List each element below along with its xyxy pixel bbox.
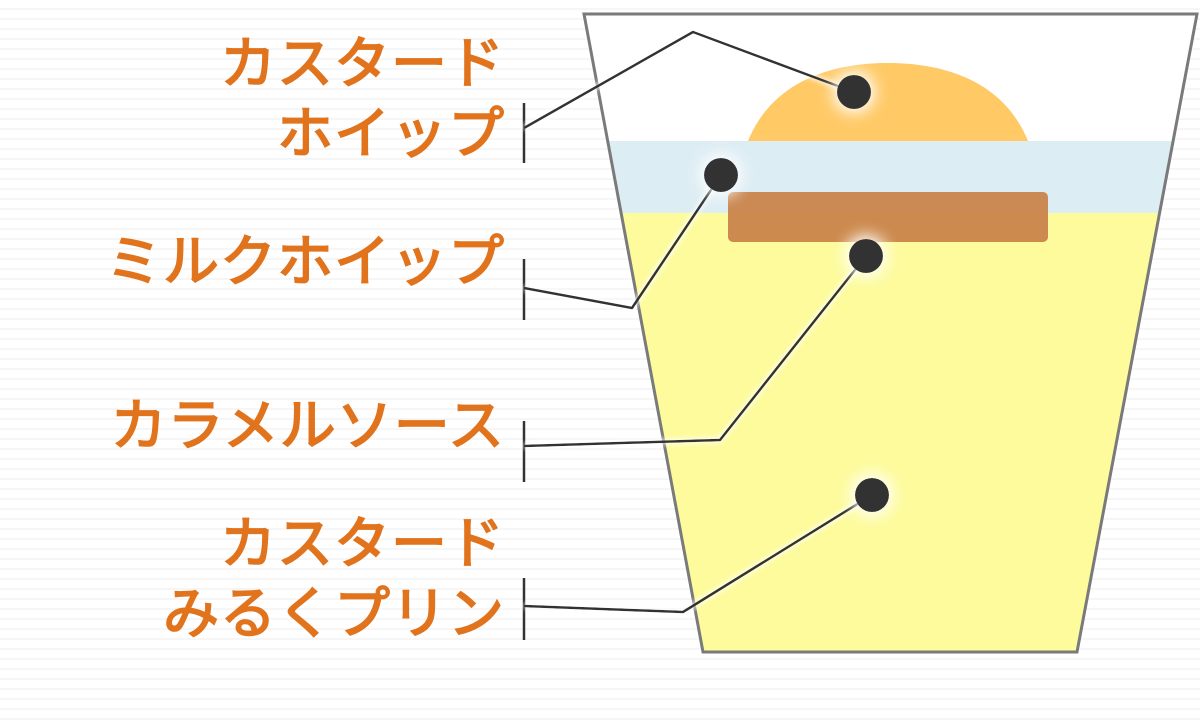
custard-whip-dome [748,63,1028,141]
leader-line-caramel-sauce [523,255,867,448]
leader-line-milk-whip [523,174,723,310]
label-custard-whip-line2: ホイップ [277,102,505,167]
marker-dot-caramel-sauce [849,239,883,273]
label-caramel-sauce: カラメルソース [110,392,505,462]
leader-line-custard-pudding [523,493,873,614]
label-custard-pudding-line2: みるくプリン [163,582,505,647]
cup-outline [582,12,1199,654]
leader-line-custard-whip [523,30,855,130]
label-custard-whip-line1: カスタード [220,32,505,97]
marker-dots [704,75,889,512]
caramel-sauce-band [728,192,1048,242]
label-milk-whip-line1: ミルクホイップ [106,230,505,295]
label-custard-pudding-line1: カスタード [220,512,505,577]
cup-layers [584,63,1197,652]
label-caramel-sauce-line1: カラメルソース [110,394,505,459]
leader-lines [523,30,873,614]
label-milk-whip: ミルクホイップ [106,228,505,298]
marker-dot-milk-whip [704,158,738,192]
label-custard-whip: カスタード ホイップ [220,30,505,170]
marker-dot-custard-whip [837,75,871,109]
marker-dot-custard-pudding [855,478,889,512]
label-custard-pudding: カスタード みるくプリン [163,510,505,650]
